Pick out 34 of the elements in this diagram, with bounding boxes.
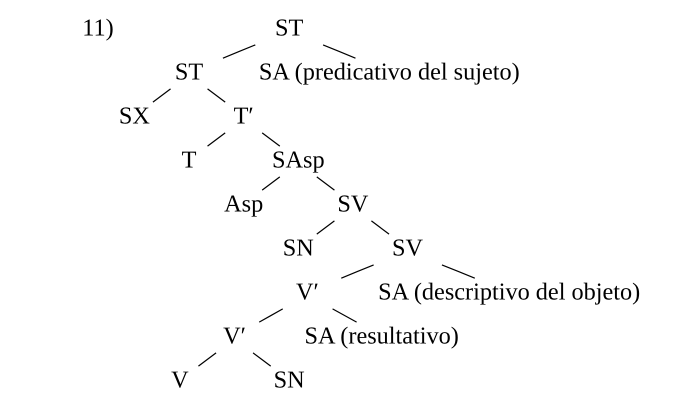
node-text: SN — [282, 234, 314, 262]
node-text: SAsp — [272, 146, 325, 174]
connector — [371, 220, 390, 235]
connector — [341, 264, 374, 279]
node-text: SV — [337, 190, 368, 218]
node-text: ST — [275, 14, 304, 42]
connector — [207, 132, 226, 147]
connector — [442, 264, 476, 279]
connector — [332, 308, 357, 323]
node-text: SX — [118, 102, 150, 130]
connector — [322, 44, 356, 59]
node-text: V′ — [296, 278, 319, 306]
connector — [207, 88, 226, 103]
connector — [222, 44, 256, 59]
node-text: SA (predicativo del sujeto) — [258, 58, 520, 86]
node-text: T — [182, 146, 196, 174]
node-text: SA (resultativo) — [304, 322, 459, 350]
connector — [152, 88, 171, 103]
node-text: SA (descriptivo del objeto) — [378, 278, 640, 306]
connector — [262, 176, 280, 191]
connector — [252, 352, 272, 367]
node-text: SN — [274, 366, 305, 394]
node-text: ST — [174, 58, 204, 86]
node-text: SV — [392, 234, 424, 262]
connector — [316, 176, 335, 191]
connector — [316, 220, 335, 235]
node-text: T′ — [234, 102, 254, 130]
connector — [258, 308, 284, 323]
node-text: Asp — [224, 190, 264, 218]
node-text: V′ — [223, 322, 246, 350]
connector — [262, 132, 280, 147]
label: 11) — [82, 14, 114, 42]
node-text: V — [171, 366, 189, 394]
connector — [198, 352, 216, 367]
